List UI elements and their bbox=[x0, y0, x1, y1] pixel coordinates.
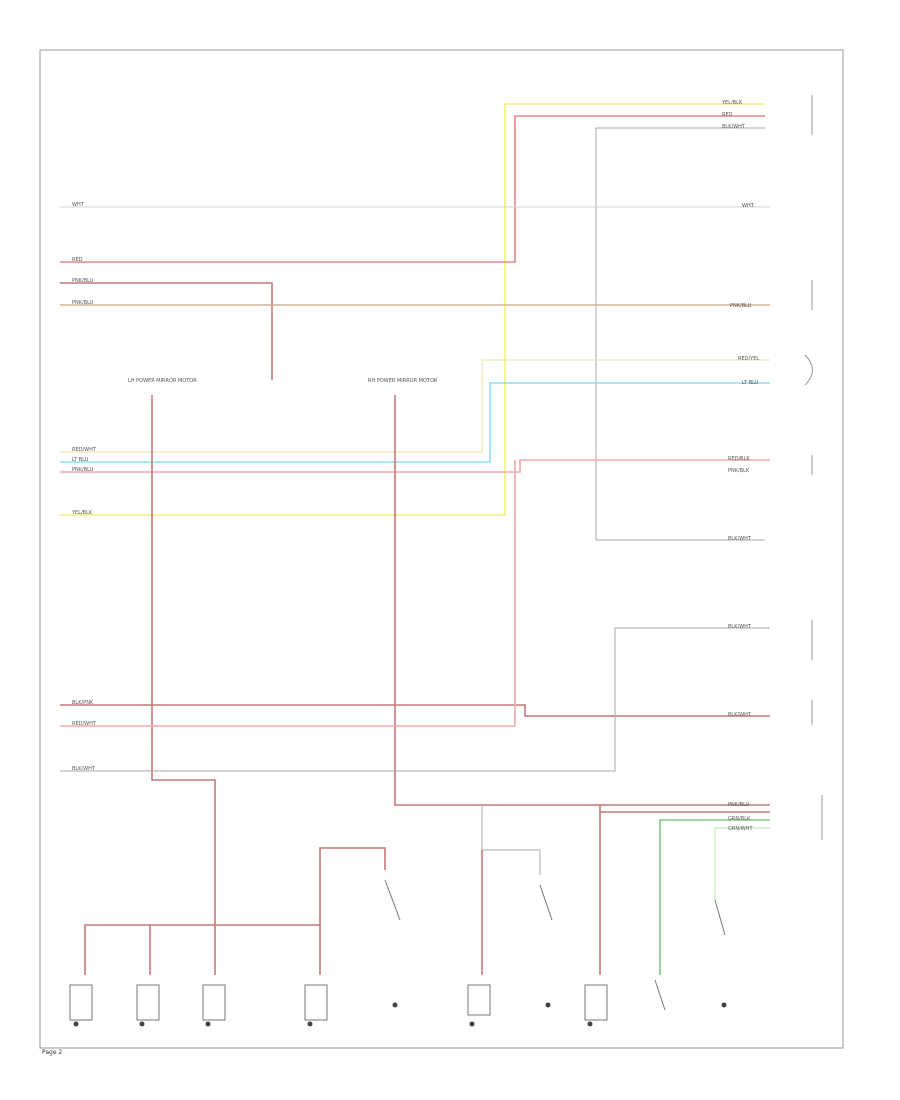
switch-2-icon bbox=[136, 984, 160, 1021]
wire-mid-bottom-branch bbox=[481, 805, 541, 875]
ground-icon bbox=[139, 1021, 145, 1027]
conn-label: BLK/WHT bbox=[728, 712, 752, 718]
conn-label: RED/WHT bbox=[72, 447, 97, 453]
conn-label: LT BLU bbox=[72, 457, 89, 463]
ground-symbols bbox=[73, 1002, 727, 1027]
switch-10-icon bbox=[654, 979, 666, 1011]
conn-label: PNK/BLU bbox=[72, 278, 94, 284]
conn-label: RED bbox=[722, 112, 733, 118]
conn-label: RED/YEL bbox=[738, 356, 759, 362]
wire-pink-blue-branch bbox=[60, 282, 273, 380]
wire-rh-vertical bbox=[394, 395, 770, 806]
wire-bottom-left-bus bbox=[84, 847, 386, 975]
conn-label: RED bbox=[72, 257, 83, 263]
wire-lh-vertical bbox=[151, 395, 216, 925]
ground-icon bbox=[587, 1021, 593, 1027]
wire-light-green bbox=[714, 827, 770, 900]
switch-8-icon bbox=[539, 884, 553, 921]
wire-yellow-pale bbox=[60, 359, 770, 453]
conn-label: YEL/BLK bbox=[721, 100, 743, 106]
switch-6-icon bbox=[584, 984, 608, 1021]
right-connector-brackets bbox=[804, 95, 823, 840]
conn-label: PNK/BLK bbox=[728, 468, 750, 474]
wire-yellow-top bbox=[60, 103, 765, 516]
conn-label: PNK/BLU bbox=[72, 300, 94, 306]
switch-5-icon bbox=[467, 984, 491, 1016]
right-connector-labels: YEL/BLK RED BLK/WHT WHT PNK/BLU RED/YEL … bbox=[721, 100, 759, 832]
rh-module-title: RH POWER MIRROR MOTOR bbox=[368, 378, 438, 384]
door-switch-group bbox=[69, 879, 726, 1021]
switch-7-icon bbox=[384, 879, 401, 921]
diagram-border bbox=[39, 49, 844, 1049]
wire-red-black bbox=[60, 459, 770, 473]
conn-label: BLK/WHT bbox=[722, 124, 746, 130]
conn-label: PNK/BLU bbox=[728, 802, 750, 808]
conn-label: LT BLU bbox=[742, 380, 759, 386]
ground-icon bbox=[545, 1002, 551, 1008]
conn-label: YEL/BLK bbox=[71, 510, 93, 516]
wire-light-blue bbox=[60, 382, 770, 463]
wire-gray-lower bbox=[60, 627, 770, 772]
wire-red-top bbox=[60, 115, 765, 263]
wire-brown-red-lower bbox=[60, 704, 770, 717]
ground-icon bbox=[307, 1021, 313, 1027]
switch-1-icon bbox=[69, 984, 93, 1021]
ground-icon bbox=[392, 1002, 398, 1008]
wire-green bbox=[659, 819, 770, 975]
conn-label: BLK/WHT bbox=[728, 536, 752, 542]
switch-9-icon bbox=[714, 899, 726, 936]
lh-module-title: LH POWER MIRROR MOTOR bbox=[128, 378, 197, 384]
switch-3-icon bbox=[202, 984, 226, 1021]
conn-label: GRN/BLK bbox=[728, 816, 751, 822]
conn-label: BLK/WHT bbox=[72, 766, 96, 772]
conn-label: GRN/WHT bbox=[728, 826, 753, 832]
conn-label: RED/WHT bbox=[72, 721, 97, 727]
conn-label: BLK/WHT bbox=[728, 624, 752, 630]
wire-gray-top bbox=[595, 127, 765, 541]
conn-label: BLK/PNK bbox=[72, 700, 94, 706]
ground-icon bbox=[205, 1021, 211, 1027]
ground-icon bbox=[469, 1021, 475, 1027]
conn-label: WHT bbox=[742, 203, 755, 209]
left-connector-labels: WHT RED PNK/BLU PNK/BLU RED/WHT LT BLU P… bbox=[71, 202, 97, 772]
conn-label: PNK/BLU bbox=[730, 303, 752, 309]
ground-icon bbox=[721, 1002, 727, 1008]
conn-label: PNK/BLU bbox=[72, 467, 94, 473]
ground-icon bbox=[73, 1021, 79, 1027]
conn-label: RED/BLK bbox=[728, 456, 750, 462]
switch-4-icon bbox=[304, 984, 328, 1021]
page-ref: Page 2 bbox=[42, 1049, 62, 1056]
conn-label: WHT bbox=[72, 202, 85, 208]
